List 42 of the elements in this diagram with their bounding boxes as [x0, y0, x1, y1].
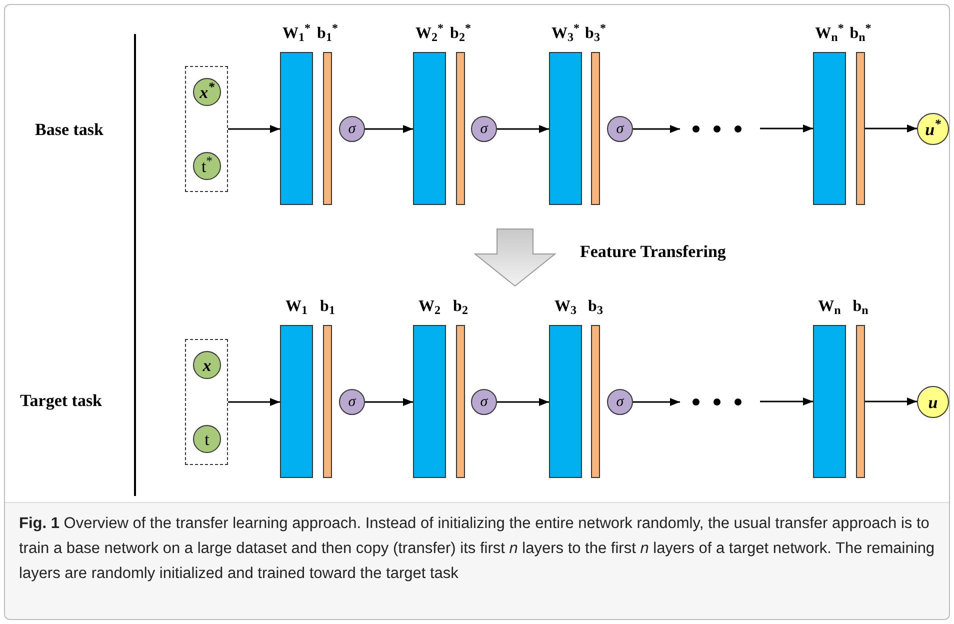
bias-bar — [323, 52, 332, 205]
weight-block — [280, 325, 313, 478]
arrow — [865, 398, 917, 406]
weight-block — [813, 52, 846, 205]
weight-label: W$_{n}$ — [818, 299, 841, 319]
weight-block — [549, 325, 582, 478]
bias-bar — [323, 325, 332, 478]
row-label: Base task — [35, 119, 104, 141]
weight-block — [413, 325, 446, 478]
bias-bar — [856, 325, 865, 478]
arrow — [365, 398, 413, 406]
weight-label: W$_{2}$ — [418, 299, 440, 319]
input-group-box — [185, 339, 228, 465]
weight-block — [280, 52, 313, 205]
arrow — [760, 398, 813, 406]
weight-block — [413, 52, 446, 205]
bias-bar — [456, 325, 465, 478]
arrow — [633, 398, 680, 406]
bias-label: b$_{n}$ — [852, 299, 868, 319]
weight-label: W$_{1}$ — [286, 299, 308, 319]
arrow — [228, 125, 280, 133]
bias-label: b$_{3}$ — [588, 299, 603, 319]
bias-bar — [456, 52, 465, 205]
weight-block — [549, 52, 582, 205]
bias-bar — [591, 52, 600, 205]
weight-label: W$_{3}$ — [554, 299, 576, 319]
arrow — [228, 398, 280, 406]
arrow — [760, 124, 813, 132]
bias-bar — [591, 325, 600, 478]
arrow — [497, 398, 549, 406]
transfer-label: Feature Transfering — [580, 241, 726, 263]
arrow — [497, 125, 549, 133]
row-label: Target task — [20, 390, 102, 412]
arrow — [865, 124, 917, 132]
weight-block — [813, 325, 846, 478]
figure-caption: Fig. 1 Overview of the transfer learning approach. Instead of initializing the entire network randomly, the usual transfer approach is to train a base network on a large dataset and then copy (transfer) its first n layers to the first n layers of a target network. The remaining layers are randomly initialized and trained toward the target task — [19, 514, 935, 584]
arrow — [365, 125, 413, 133]
bias-label: b$_{2}$ — [453, 299, 468, 319]
arrow — [633, 125, 680, 133]
input-group-box — [185, 66, 228, 192]
bias-label: b$_{1}$ — [320, 299, 335, 319]
bias-bar — [856, 52, 865, 205]
